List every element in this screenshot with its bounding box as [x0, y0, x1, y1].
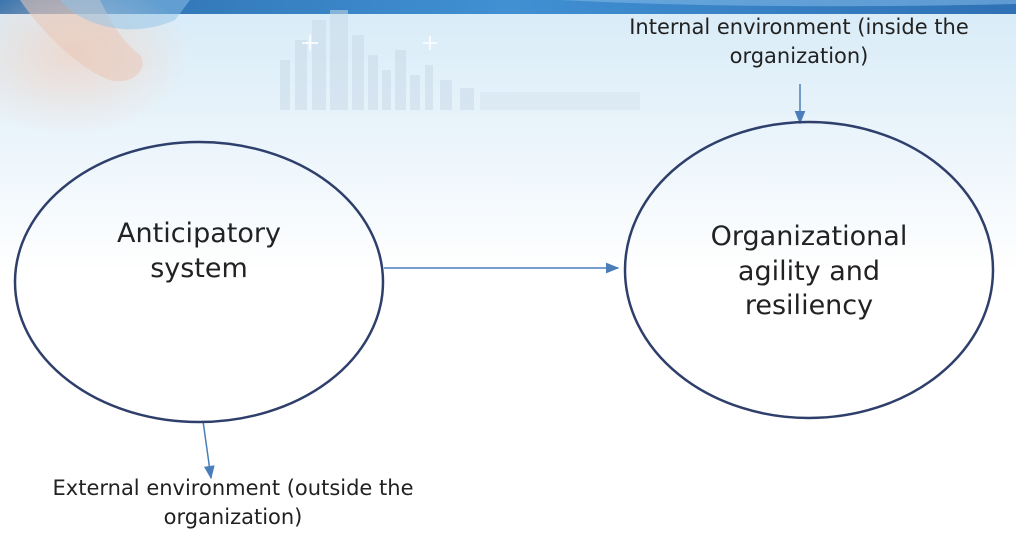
- hand-image: [20, 0, 143, 82]
- agility-label-line2: agility and: [737, 255, 881, 287]
- globe-image: [60, 0, 190, 30]
- sparkle-marks: [302, 35, 437, 51]
- connectors: [202, 84, 806, 480]
- anticipatory-label-line2: system: [150, 252, 248, 284]
- anticipatory-system-ellipse: [13, 140, 385, 424]
- external-env-line1: External environment (outside the: [52, 476, 414, 500]
- top-banner-swoosh: [560, 0, 1016, 7]
- internal-environment-label: Internal environment (inside the organiz…: [582, 13, 1016, 71]
- internal-env-line1: Internal environment (inside the: [629, 15, 969, 39]
- anticipatory-label-line1: Anticipatory: [117, 218, 281, 249]
- arrow-anticipatory-to-external-env: [202, 420, 215, 480]
- anticipatory-system-label: Anticipatory system: [74, 217, 324, 286]
- organizational-agility-label: Organizational agility and resiliency: [679, 220, 939, 324]
- agility-label-line1: Organizational: [710, 221, 908, 252]
- external-environment-label: External environment (outside the organi…: [0, 474, 466, 532]
- agility-label-line3: resiliency: [744, 290, 874, 322]
- organizational-agility-ellipse: [623, 120, 995, 420]
- external-env-line2: organization): [163, 504, 303, 529]
- internal-env-line2: organization): [729, 43, 869, 68]
